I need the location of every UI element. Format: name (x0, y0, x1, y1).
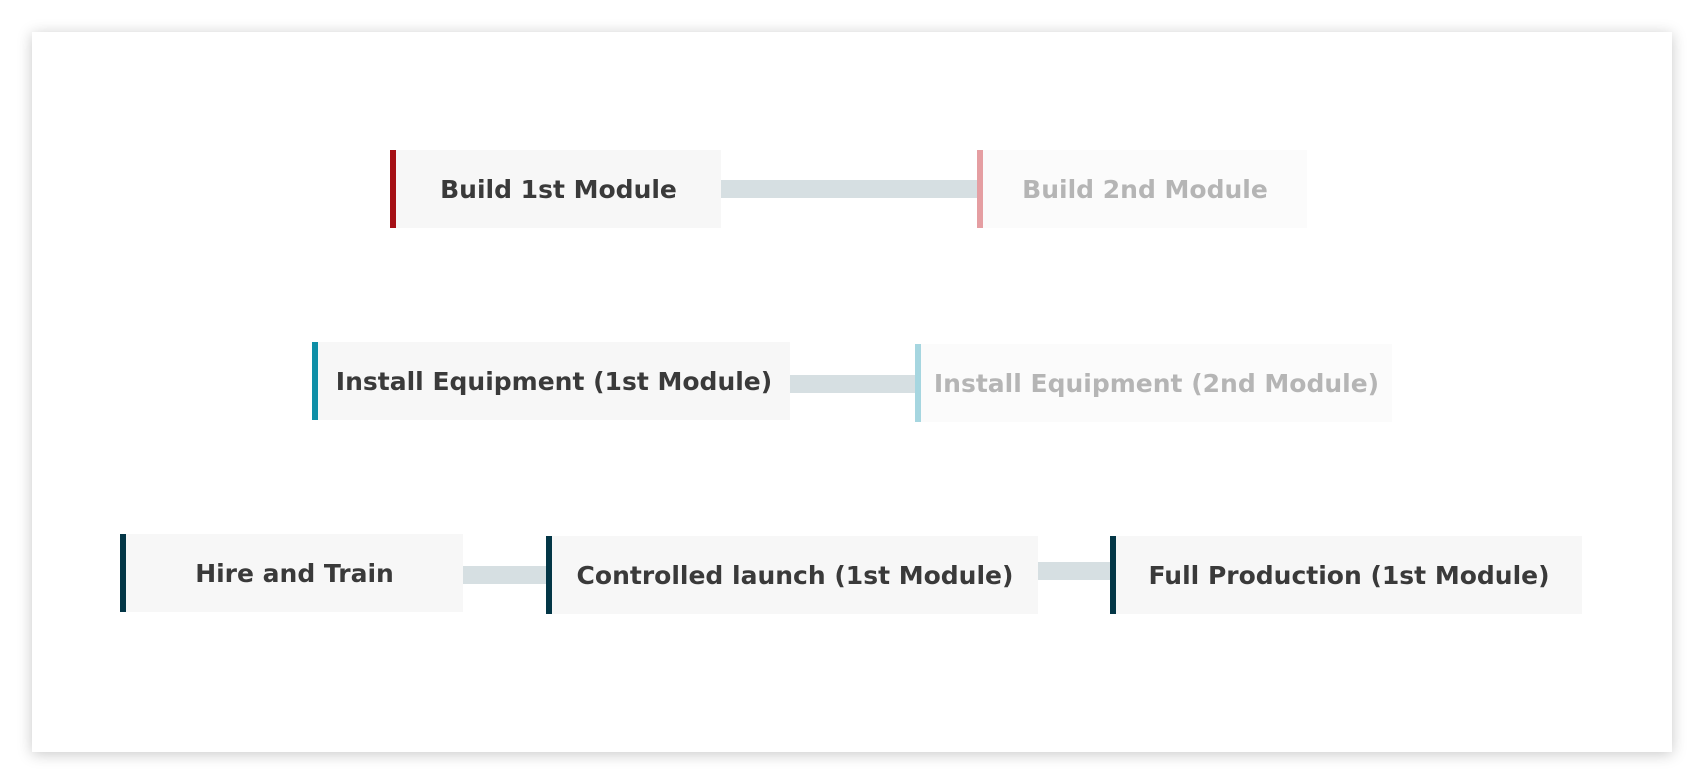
task-label: Controlled launch (1st Module) (576, 560, 1014, 590)
task-accent-bar (915, 344, 921, 422)
task-hire-and-train[interactable]: Hire and Train (120, 534, 463, 612)
task-accent-bar (120, 534, 126, 612)
task-accent-bar (977, 150, 983, 228)
task-label: Hire and Train (195, 558, 394, 588)
task-accent-bar (546, 536, 552, 614)
task-controlled-launch[interactable]: Controlled launch (1st Module) (546, 536, 1038, 614)
task-label: Full Production (1st Module) (1148, 560, 1550, 590)
connector-hire-to-launch (460, 566, 548, 584)
connector-install-1-to-2 (788, 375, 918, 393)
connector-build-1-to-2 (720, 180, 980, 198)
task-label: Install Equipment (1st Module) (335, 366, 773, 396)
connector-launch-to-production (1036, 562, 1112, 580)
task-accent-bar (312, 342, 318, 420)
task-install-equipment-1st[interactable]: Install Equipment (1st Module) (312, 342, 790, 420)
task-accent-bar (1110, 536, 1116, 614)
task-accent-bar (390, 150, 396, 228)
task-build-1st-module[interactable]: Build 1st Module (390, 150, 721, 228)
task-full-production[interactable]: Full Production (1st Module) (1110, 536, 1582, 614)
task-label: Build 2nd Module (1022, 174, 1268, 204)
task-label: Install Equipment (2nd Module) (933, 368, 1380, 398)
task-install-equipment-2nd[interactable]: Install Equipment (2nd Module) (915, 344, 1392, 422)
task-build-2nd-module[interactable]: Build 2nd Module (977, 150, 1307, 228)
task-label: Build 1st Module (440, 174, 677, 204)
